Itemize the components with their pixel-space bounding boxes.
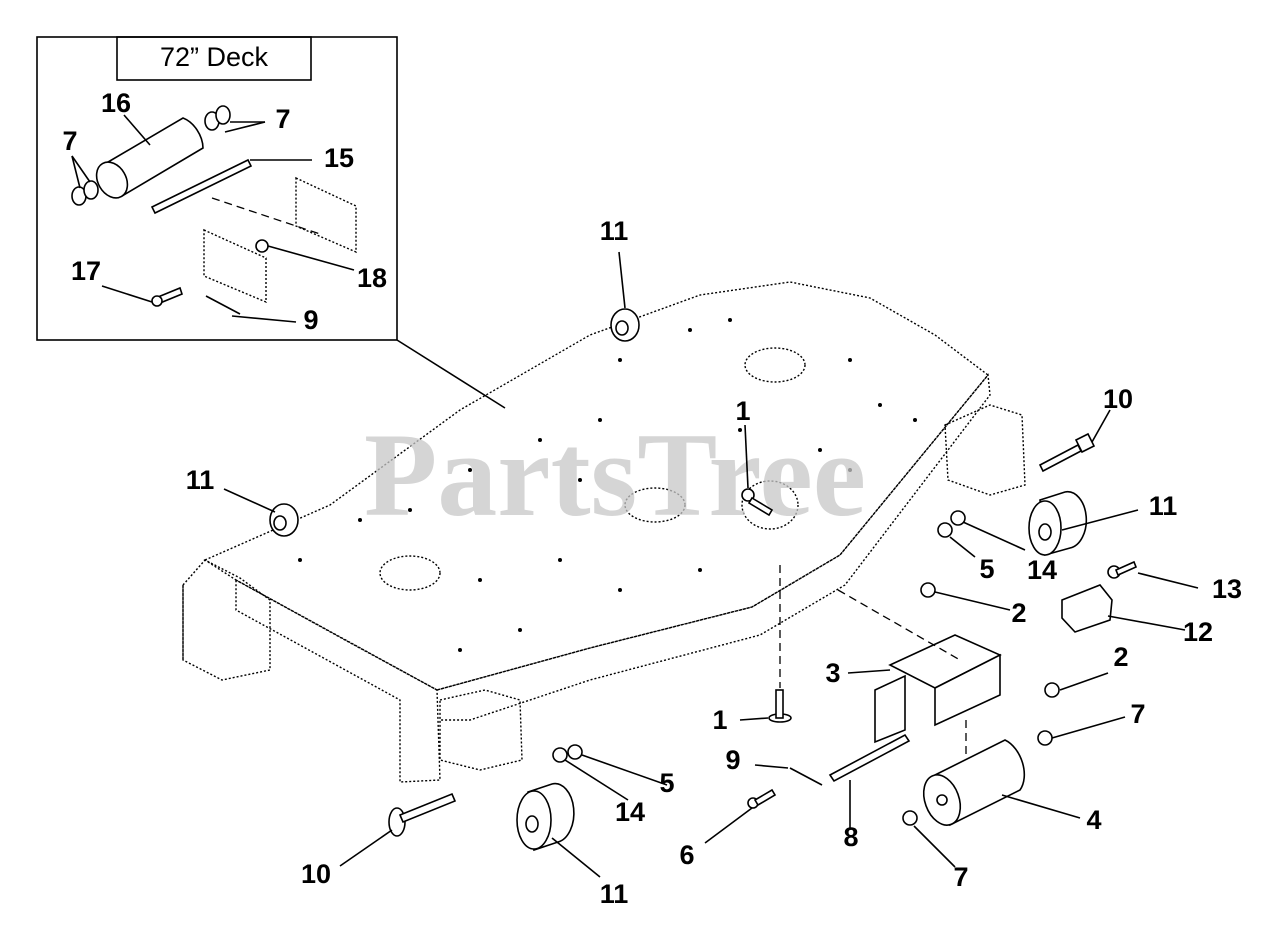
front-bracket (439, 689, 523, 771)
inset-washers-right (204, 105, 231, 131)
callout-2-bottom: 2 (1113, 642, 1128, 672)
inset-bracket-front (203, 228, 267, 304)
leader-lines (223, 251, 1199, 878)
callout-11-right: 11 (1149, 491, 1178, 521)
roller-bracket-3 (874, 634, 1002, 744)
callout-8: 8 (843, 822, 858, 852)
washer-14-bottom (552, 747, 568, 763)
callout-10-right: 10 (1103, 384, 1133, 414)
callout-7-inset-left: 7 (62, 126, 77, 156)
screw-13 (1107, 560, 1138, 579)
inset-washers-left (71, 180, 99, 206)
screw-6 (747, 788, 777, 809)
callout-15: 15 (324, 143, 354, 173)
callout-5-right: 5 (979, 554, 994, 584)
shaft-8 (828, 733, 911, 783)
callout-11-top: 11 (600, 216, 629, 246)
callout-13: 13 (1212, 574, 1242, 604)
callout-6: 6 (679, 840, 694, 870)
callout-14-bottom: 14 (615, 797, 645, 827)
washer-7-right (1037, 730, 1053, 746)
anti-scalp-wheel-top (610, 308, 640, 342)
inset-cotter-pin (205, 295, 241, 315)
inset-connector (396, 339, 506, 409)
bolt-detail-circle (741, 480, 799, 530)
inset-72-deck: 72” Deck (36, 36, 398, 341)
callout-9: 9 (725, 745, 740, 775)
carriage-bolt-10-right (1038, 432, 1096, 473)
callout-18: 18 (357, 263, 387, 293)
deck-side-skirt (436, 373, 991, 721)
callout-11-left: 11 (186, 465, 215, 495)
bolt-1-bottom (768, 689, 792, 723)
callout-17: 17 (71, 256, 101, 286)
callout-14-right: 14 (1027, 555, 1057, 585)
callout-4: 4 (1086, 805, 1101, 835)
callout-2-top: 2 (1011, 598, 1026, 628)
deck-top (203, 281, 990, 691)
nut-2-bottom (1044, 682, 1060, 698)
watermark: PartsTree (364, 408, 866, 541)
nut-2-top (920, 582, 936, 598)
callout-1-bottom: 1 (712, 705, 727, 735)
callout-10-left: 10 (301, 859, 331, 889)
washer-7-bottom (902, 810, 918, 826)
anti-scalp-wheel-left (269, 503, 299, 537)
plate-12 (1061, 584, 1113, 633)
inset-title-box (116, 36, 312, 81)
spindle-hole-rear (744, 347, 806, 383)
carriage-bolt-10-left (388, 792, 457, 837)
spindle-hole-center (624, 487, 686, 523)
rear-bracket (944, 404, 1026, 496)
callout-12: 12 (1183, 617, 1213, 647)
inset-shaft (150, 158, 253, 215)
callout-16: 16 (101, 88, 131, 118)
anti-scalp-wheel-bottom (516, 782, 575, 852)
deck-front-skirt (235, 578, 441, 783)
callout-1-top: 1 (735, 396, 750, 426)
spindle-hole-front (379, 555, 441, 591)
anti-scalp-wheel-right (1028, 490, 1088, 557)
nut-5-bottom (567, 744, 583, 760)
washer-14-right (950, 510, 966, 526)
inset-bracket-back (295, 176, 357, 254)
roller-4 (922, 739, 1026, 827)
mower-deck (182, 281, 1026, 783)
callout-11-bottom: 11 (600, 879, 629, 909)
nut-5-right (937, 522, 953, 538)
callout-5-bottom: 5 (659, 768, 674, 798)
bolt-1-top (741, 488, 774, 517)
cotter-pin-9 (789, 767, 823, 786)
callout-7-bottom: 7 (953, 862, 968, 892)
deck-left-block (182, 559, 271, 681)
inset-nut (255, 239, 269, 253)
callout-9-inset: 9 (303, 305, 318, 335)
inset-roller (95, 117, 204, 199)
callout-7-inset-right: 7 (275, 104, 290, 134)
callout-7-right: 7 (1130, 699, 1145, 729)
inset-title: 72” Deck (160, 42, 269, 72)
callout-3: 3 (825, 658, 840, 688)
deck-holes (298, 318, 917, 652)
